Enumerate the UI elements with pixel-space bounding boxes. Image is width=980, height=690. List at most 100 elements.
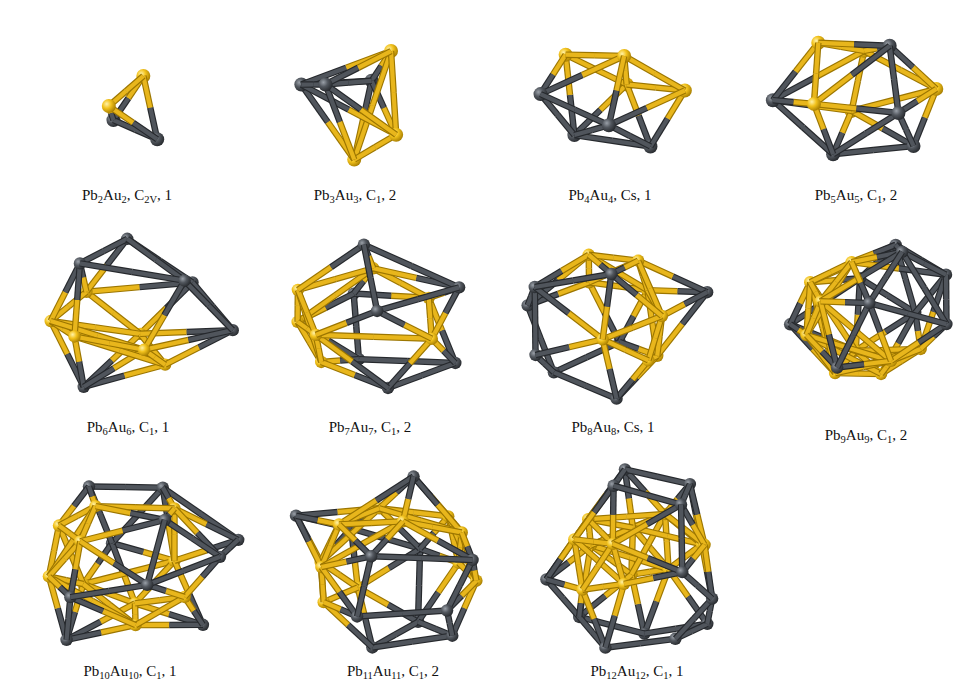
bond bbox=[824, 129, 834, 154]
bond-outline bbox=[49, 576, 60, 586]
bond-outline bbox=[192, 538, 220, 556]
bond bbox=[806, 335, 821, 351]
bond bbox=[685, 292, 708, 304]
bond-outline bbox=[579, 603, 581, 617]
bond bbox=[546, 559, 560, 579]
bond bbox=[83, 572, 129, 584]
bond bbox=[364, 245, 371, 278]
bond-outline bbox=[574, 130, 591, 135]
bond bbox=[613, 544, 648, 558]
bond-outline bbox=[373, 268, 416, 278]
bond-outline bbox=[462, 533, 467, 547]
bond-outline bbox=[852, 257, 877, 262]
bond bbox=[650, 118, 667, 146]
bond bbox=[613, 524, 647, 544]
bond bbox=[422, 363, 456, 375]
bond bbox=[96, 506, 131, 513]
bond-outline bbox=[625, 261, 638, 268]
bond bbox=[528, 296, 532, 305]
bond bbox=[165, 347, 199, 364]
bond bbox=[612, 625, 645, 633]
bond-outline bbox=[650, 118, 667, 146]
bond bbox=[630, 136, 651, 147]
bond-outline bbox=[411, 266, 459, 287]
bond bbox=[185, 577, 203, 597]
bond bbox=[352, 361, 388, 388]
lead-atom bbox=[863, 297, 875, 309]
bond bbox=[316, 335, 374, 337]
bond bbox=[89, 487, 92, 497]
bond bbox=[679, 505, 684, 539]
bond bbox=[605, 616, 614, 648]
bond bbox=[569, 313, 603, 339]
bond-outline bbox=[697, 585, 712, 598]
bond-outline bbox=[395, 622, 418, 635]
bond bbox=[614, 486, 648, 495]
bond bbox=[924, 263, 946, 274]
bond-outline bbox=[422, 363, 456, 375]
bond bbox=[697, 585, 712, 598]
bond-outline bbox=[890, 46, 894, 80]
bond-outline bbox=[67, 618, 69, 639]
bond-outline bbox=[88, 506, 96, 524]
bond bbox=[418, 287, 459, 299]
gold-atom bbox=[68, 330, 80, 342]
bond bbox=[104, 239, 128, 251]
bond-outline bbox=[852, 46, 890, 75]
bond-outline bbox=[682, 292, 707, 324]
bond-outline bbox=[371, 556, 422, 558]
bond-outline bbox=[361, 110, 396, 135]
bond-outline bbox=[638, 261, 650, 289]
bond-outline bbox=[404, 325, 431, 339]
bond bbox=[321, 567, 339, 592]
bond-outline bbox=[833, 134, 866, 155]
bond-outline bbox=[419, 549, 420, 586]
bond-outline bbox=[51, 292, 66, 321]
bond bbox=[546, 579, 564, 584]
bond bbox=[301, 82, 313, 86]
bond bbox=[321, 544, 362, 567]
bond bbox=[298, 290, 307, 312]
bond-outline bbox=[170, 508, 175, 514]
bond bbox=[188, 330, 232, 340]
bond bbox=[298, 267, 331, 290]
bond-outline bbox=[49, 559, 65, 577]
bond-outline bbox=[298, 290, 307, 312]
bond-outline bbox=[630, 136, 651, 147]
bond-outline bbox=[814, 75, 852, 104]
bond bbox=[773, 72, 796, 101]
bond-outline bbox=[821, 301, 829, 334]
formula-caption: Pb5Au5, C1, 2 bbox=[815, 186, 897, 204]
cluster-structure bbox=[102, 69, 164, 146]
bond bbox=[944, 275, 948, 300]
bond-outline bbox=[821, 277, 862, 302]
bond-outline bbox=[296, 516, 318, 520]
bond-outline bbox=[372, 642, 412, 648]
bond bbox=[579, 603, 581, 617]
bond-outline bbox=[675, 619, 693, 639]
bond-outline bbox=[908, 314, 947, 325]
bond-outline bbox=[648, 338, 655, 360]
bond bbox=[906, 129, 914, 146]
bond bbox=[133, 123, 157, 140]
bond-outline bbox=[126, 76, 143, 91]
bond bbox=[127, 239, 156, 260]
bond-outline bbox=[103, 611, 136, 625]
bond bbox=[603, 307, 607, 340]
bond bbox=[206, 524, 238, 540]
bond-outline bbox=[553, 55, 566, 75]
cluster-structure bbox=[540, 463, 718, 654]
gold-atom bbox=[102, 99, 116, 113]
bond-outline bbox=[627, 84, 656, 87]
bond bbox=[124, 365, 165, 376]
bond bbox=[92, 601, 135, 625]
bond bbox=[174, 550, 206, 560]
lead-atom bbox=[605, 268, 617, 280]
bond bbox=[422, 558, 473, 560]
bond-outline bbox=[905, 279, 915, 313]
bond-outline bbox=[92, 601, 135, 625]
bond bbox=[84, 368, 114, 387]
bond bbox=[321, 362, 354, 375]
bond-outline bbox=[418, 592, 438, 622]
